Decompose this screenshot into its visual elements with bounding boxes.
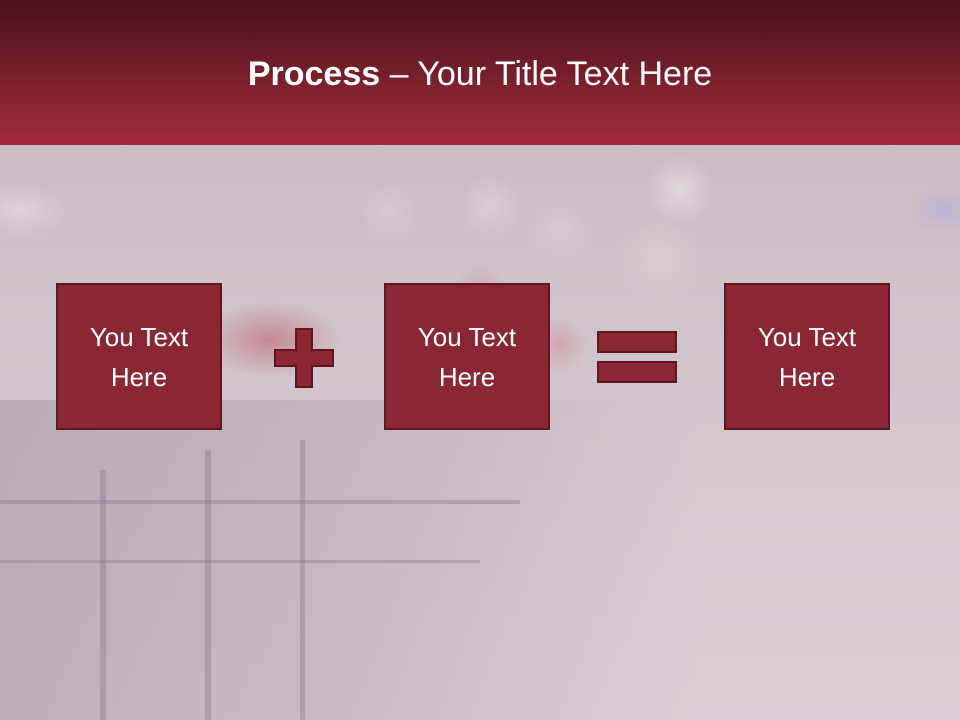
slide-title[interactable]: Process – Your Title Text Here [0, 52, 960, 96]
background-shadow [0, 400, 700, 720]
process-step-line2: Here [438, 361, 496, 392]
background-cart-wire [0, 560, 480, 563]
process-step-line1: You Text [89, 321, 189, 352]
background-cart-wire [0, 500, 520, 504]
process-step-2[interactable]: You Text Here [384, 283, 550, 430]
process-step-text: You Text Here [418, 317, 516, 397]
title-rest-text: – Your Title Text Here [380, 55, 713, 93]
process-step-1[interactable]: You Text Here [56, 283, 222, 430]
equals-icon [597, 331, 677, 383]
title-bold-text: Process [247, 55, 381, 93]
process-step-line2: Here [778, 361, 836, 392]
process-step-3[interactable]: You Text Here [724, 283, 890, 430]
background-cart-wire [205, 450, 211, 720]
plus-icon [274, 328, 334, 388]
background-cart-wire [300, 440, 305, 720]
title-bar: Process – Your Title Text Here [0, 0, 960, 145]
process-step-text: You Text Here [758, 317, 856, 397]
process-step-line2: Here [110, 361, 168, 392]
process-step-line1: You Text [417, 321, 517, 352]
process-step-line1: You Text [757, 321, 857, 352]
process-step-text: You Text Here [90, 317, 188, 397]
background-cart-wire [100, 470, 106, 720]
